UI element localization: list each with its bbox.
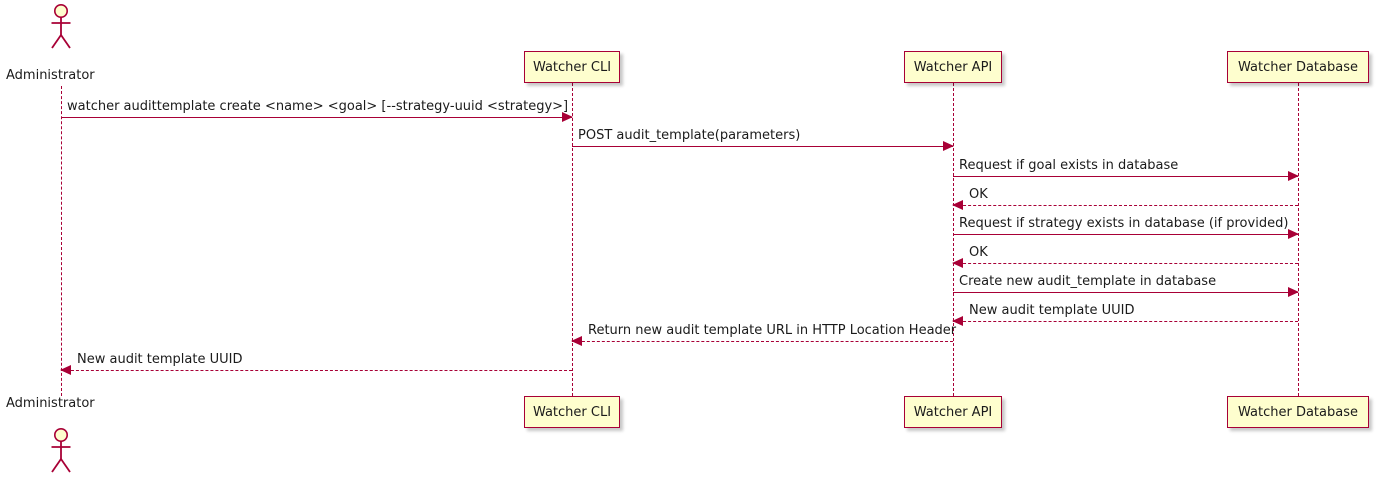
arrowhead-right-icon [1288, 171, 1299, 181]
message-label: Return new audit template URL in HTTP Lo… [588, 323, 957, 338]
participant-box-watcher-api-bottom[interactable]: Watcher API [904, 396, 1002, 428]
actor-label-administrator-top: Administrator [6, 68, 95, 83]
message-line [953, 176, 1298, 177]
arrowhead-left-icon [571, 336, 582, 346]
lifeline-watcher-api [953, 83, 954, 396]
message-label: POST audit_template(parameters) [578, 128, 801, 143]
lifeline-watcher-database [1298, 83, 1299, 396]
participant-box-watcher-cli-bottom[interactable]: Watcher CLI [524, 396, 620, 428]
message-line [953, 205, 1298, 206]
lifeline-administrator [61, 86, 62, 396]
participant-box-watcher-cli-top[interactable]: Watcher CLI [524, 51, 620, 83]
message-label: New audit template UUID [77, 352, 243, 367]
arrowhead-right-icon [1288, 287, 1299, 297]
message-line [953, 321, 1298, 322]
actor-label-administrator-bottom: Administrator [6, 396, 95, 411]
message-label: Request if goal exists in database [959, 158, 1179, 173]
message-line [572, 146, 953, 147]
participant-box-watcher-database-bottom[interactable]: Watcher Database [1227, 396, 1369, 428]
arrowhead-left-icon [952, 258, 963, 268]
arrowhead-right-icon [943, 141, 954, 151]
message-line [953, 263, 1298, 264]
participant-box-watcher-database-top[interactable]: Watcher Database [1227, 51, 1369, 83]
actor-figure-icon [51, 428, 71, 473]
arrowhead-left-icon [60, 365, 71, 375]
message-label: OK [969, 245, 988, 260]
message-line [572, 341, 953, 342]
message-label: Create new audit_template in database [959, 274, 1217, 289]
arrowhead-right-icon [1288, 229, 1299, 239]
message-label: watcher audittemplate create <name> <goa… [67, 99, 569, 114]
actor-administrator-top [45, 2, 77, 54]
arrowhead-right-icon [562, 112, 573, 122]
arrowhead-left-icon [952, 200, 963, 210]
message-label: OK [969, 187, 988, 202]
message-line [61, 370, 572, 371]
actor-figure-icon [51, 4, 71, 49]
lifeline-watcher-cli [572, 83, 573, 396]
message-line [953, 292, 1298, 293]
participant-box-watcher-api-top[interactable]: Watcher API [904, 51, 1002, 83]
message-line [61, 117, 572, 118]
arrowhead-left-icon [952, 316, 963, 326]
message-label: New audit template UUID [969, 303, 1135, 318]
message-label: Request if strategy exists in database (… [959, 216, 1289, 231]
actor-administrator-bottom [45, 426, 77, 478]
message-line [953, 234, 1298, 235]
